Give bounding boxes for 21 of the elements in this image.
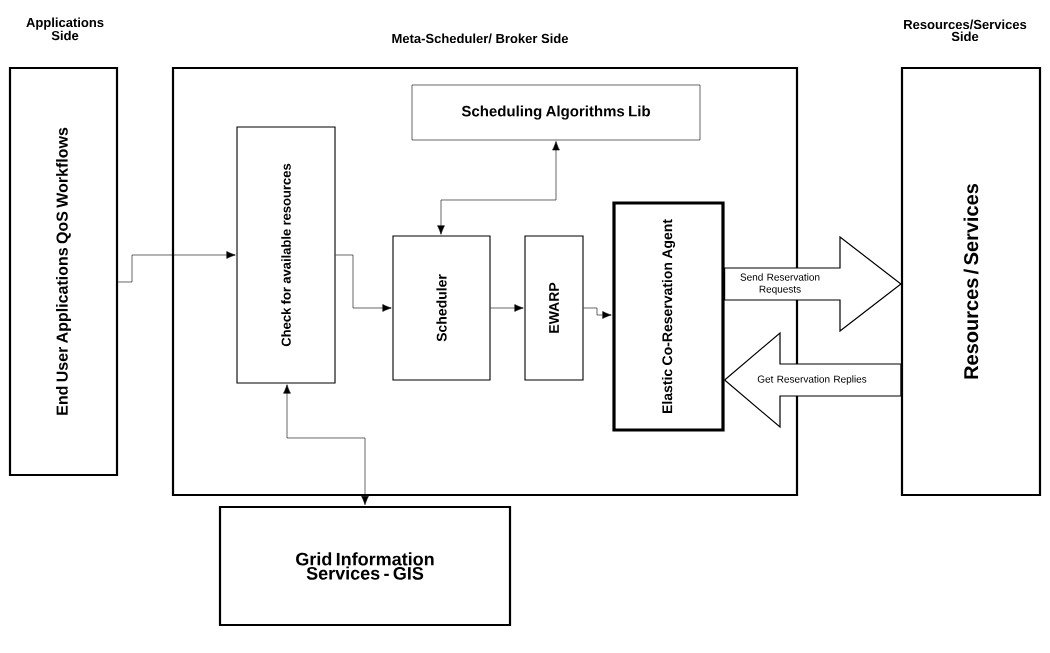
application-box: End User Applications QoS Workflows bbox=[8, 66, 119, 477]
process-box: EWARP bbox=[524, 235, 584, 381]
connector-arrow bbox=[437, 141, 560, 235]
block-arrow bbox=[723, 331, 902, 429]
block-arrow bbox=[724, 235, 902, 333]
connector-arrow bbox=[490, 304, 524, 312]
service-box: Grid Information Services - GIS bbox=[218, 505, 512, 627]
edge-label: Get Reservation Replies bbox=[757, 375, 867, 385]
connector-arrow bbox=[117, 251, 236, 283]
heading: Resources/Services Side bbox=[904, 19, 1027, 42]
process-box: Elastic Co-Reservation Agent bbox=[612, 201, 725, 432]
heading: Meta-Scheduler/ Broker Side bbox=[392, 33, 569, 44]
process-box: Scheduler bbox=[392, 235, 491, 381]
heading: Applications Side bbox=[26, 17, 104, 41]
connector-arrow bbox=[283, 384, 369, 506]
process-box: Scheduling Algorithms Lib bbox=[411, 84, 701, 141]
connector-arrow bbox=[583, 307, 612, 319]
edge-label: Send Reservation Requests bbox=[740, 273, 820, 295]
resources-box: Resources / Services bbox=[900, 66, 1042, 497]
process-box: Check for available resources bbox=[236, 126, 336, 384]
connector-arrow bbox=[335, 254, 392, 312]
